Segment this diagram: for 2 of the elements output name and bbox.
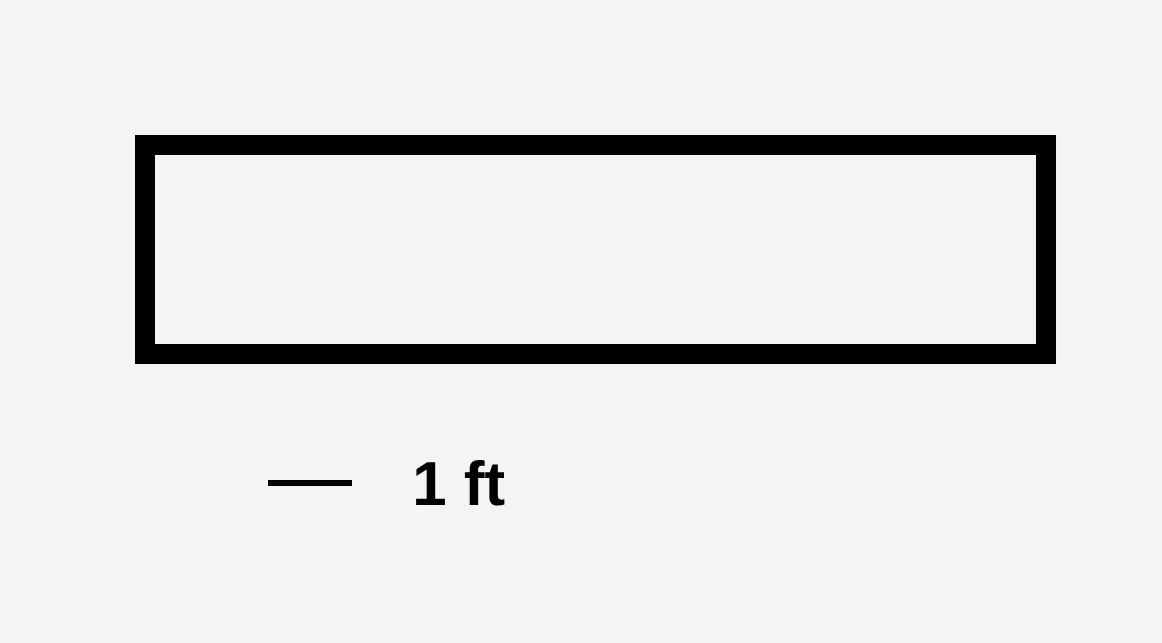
scale-label: 1 ft — [416, 460, 505, 506]
plan-rectangle — [135, 135, 1056, 364]
